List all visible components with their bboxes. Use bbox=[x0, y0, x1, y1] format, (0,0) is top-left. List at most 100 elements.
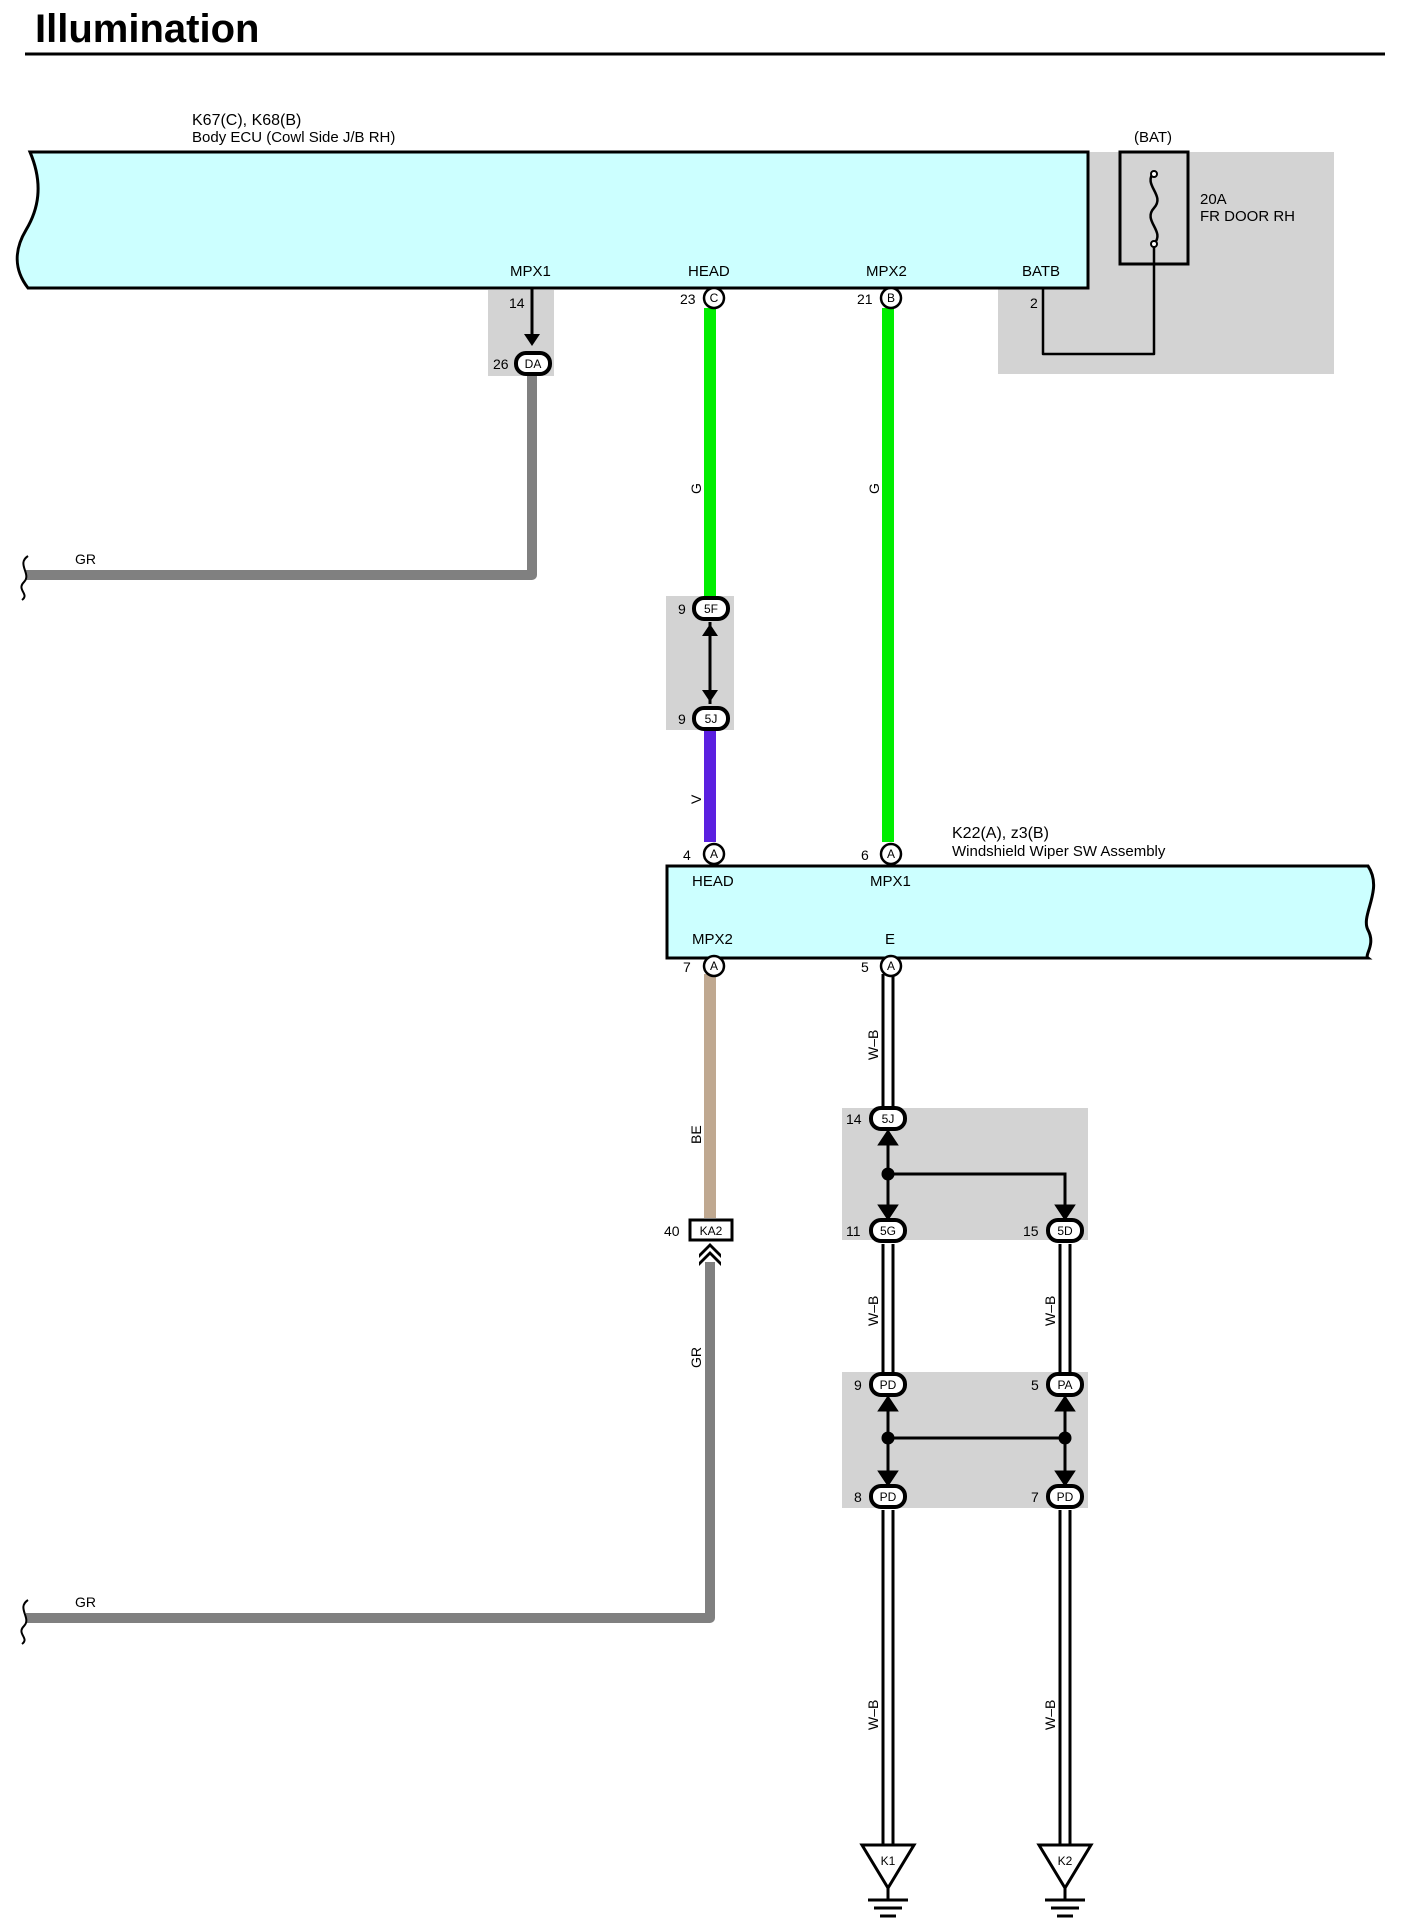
body-ecu-ref: K67(C), K68(B) bbox=[192, 112, 301, 129]
wire-labels: GR G G V BE GR GR W–B W–B W–B W–B W–B bbox=[75, 483, 1058, 1730]
ecu-pin-14: 14 bbox=[509, 295, 525, 311]
connector-5j-14: 5J 14 bbox=[846, 1106, 907, 1131]
component-pins: 14 23 C 21 B 2 4 A 6 A 7 A 5 A bbox=[509, 286, 1038, 978]
splice-pd-pa bbox=[877, 1395, 1076, 1487]
svg-text:9: 9 bbox=[678, 711, 686, 727]
connector-5j: 5J 9 bbox=[678, 706, 730, 731]
svg-text:8: 8 bbox=[854, 1489, 862, 1505]
ecu-terminal-mpx2: MPX2 bbox=[866, 263, 907, 280]
svg-text:26: 26 bbox=[493, 356, 509, 372]
wiper-sw-name: Windshield Wiper SW Assembly bbox=[952, 843, 1166, 860]
svg-text:5J: 5J bbox=[882, 1112, 895, 1126]
connector-pa: PA 5 bbox=[1031, 1372, 1084, 1397]
connector-pd-9: PD 9 bbox=[854, 1372, 907, 1397]
body-ecu-name: Body ECU (Cowl Side J/B RH) bbox=[192, 129, 395, 146]
wire-label-gr-upper: GR bbox=[75, 551, 96, 567]
svg-text:5F: 5F bbox=[704, 602, 718, 616]
ecu-terminal-head: HEAD bbox=[688, 263, 730, 280]
ecu-pin-23-conn: C bbox=[710, 291, 719, 305]
connectors: DA 26 5F 9 5J 9 KA2 40 5J 14 5G 11 bbox=[493, 351, 1084, 1509]
svg-text:40: 40 bbox=[664, 1223, 680, 1239]
connector-ka2: KA2 40 bbox=[664, 1218, 734, 1242]
wires bbox=[26, 288, 1076, 1845]
ecu-pin-21: 21 bbox=[857, 291, 873, 307]
splice-5j bbox=[877, 1129, 1076, 1221]
connector-5f: 5F 9 bbox=[678, 596, 730, 621]
connector-5d: 5D 15 bbox=[1023, 1218, 1084, 1243]
wire-label-g-mpx2: G bbox=[866, 483, 882, 494]
wire-gr-upper bbox=[26, 376, 537, 580]
svg-text:5D: 5D bbox=[1057, 1224, 1073, 1238]
svg-text:15: 15 bbox=[1023, 1223, 1039, 1239]
wiper-pin-6: 6 bbox=[861, 847, 869, 863]
svg-text:14: 14 bbox=[846, 1111, 862, 1127]
ground-icon-k1: K1 bbox=[859, 1843, 917, 1918]
wiper-sw-box bbox=[665, 864, 1376, 960]
svg-text:9: 9 bbox=[854, 1377, 862, 1393]
wire-label-v: V bbox=[688, 794, 704, 804]
fuse-rating: 20A bbox=[1200, 191, 1227, 208]
wire-label-wb-4: W–B bbox=[865, 1700, 881, 1730]
ecu-pin-23: 23 bbox=[680, 291, 696, 307]
body-ecu: K67(C), K68(B) Body ECU (Cowl Side J/B R… bbox=[15, 112, 1090, 290]
connector-da: DA 26 bbox=[493, 351, 552, 376]
wiper-pin-4-conn: A bbox=[710, 847, 718, 861]
svg-text:5: 5 bbox=[1031, 1377, 1039, 1393]
svg-text:PD: PD bbox=[880, 1490, 897, 1504]
svg-text:7: 7 bbox=[1031, 1489, 1039, 1505]
wiper-terminal-head: HEAD bbox=[692, 873, 734, 890]
svg-text:KA2: KA2 bbox=[700, 1224, 723, 1238]
svg-text:DA: DA bbox=[525, 357, 542, 371]
wire-label-wb-1: W–B bbox=[865, 1030, 881, 1060]
ground-icon-k2: K2 bbox=[1036, 1843, 1094, 1918]
body-ecu-box bbox=[15, 150, 1090, 290]
connector-5g: 5G 11 bbox=[846, 1218, 907, 1243]
wiper-terminal-mpx2: MPX2 bbox=[692, 931, 733, 948]
svg-text:5J: 5J bbox=[705, 712, 718, 726]
junction-boxes bbox=[488, 152, 1334, 1508]
wiper-sw-ref: K22(A), z3(B) bbox=[952, 825, 1049, 842]
svg-text:5G: 5G bbox=[880, 1224, 896, 1238]
wiper-pin-5: 5 bbox=[861, 959, 869, 975]
wire-gr-lower bbox=[26, 1262, 715, 1623]
page-title: Illumination bbox=[35, 7, 259, 51]
ecu-pin-2: 2 bbox=[1030, 295, 1038, 311]
wire-label-be: BE bbox=[688, 1125, 704, 1144]
wiper-pin-7: 7 bbox=[683, 959, 691, 975]
svg-text:PD: PD bbox=[880, 1378, 897, 1392]
wiper-pin-5-conn: A bbox=[887, 959, 895, 973]
wire-label-wb-2: W–B bbox=[865, 1296, 881, 1326]
wire-label-wb-5: W–B bbox=[1042, 1700, 1058, 1730]
wiper-pin-6-conn: A bbox=[887, 847, 895, 861]
wire-label-gr-vertical: GR bbox=[688, 1347, 704, 1368]
fuse-element bbox=[1149, 171, 1159, 245]
svg-text:9: 9 bbox=[678, 601, 686, 617]
fuse-source: (BAT) bbox=[1134, 129, 1172, 146]
fuse-batb-wire bbox=[1041, 247, 1156, 356]
svg-text:PA: PA bbox=[1057, 1378, 1072, 1392]
svg-text:11: 11 bbox=[846, 1223, 861, 1239]
wire-label-gr-lower: GR bbox=[75, 1594, 96, 1610]
wiper-pin-4: 4 bbox=[683, 847, 691, 863]
ground-label-k1: K1 bbox=[881, 1854, 896, 1868]
wire-label-wb-3: W–B bbox=[1042, 1296, 1058, 1326]
wire-label-g-head: G bbox=[688, 483, 704, 494]
fuse: (BAT) 20A FR DOOR RH bbox=[1041, 129, 1295, 356]
ecu-pin-21-conn: B bbox=[887, 291, 895, 305]
wiper-sw: K22(A), z3(B) Windshield Wiper SW Assemb… bbox=[665, 825, 1376, 960]
grounds: K1 K2 bbox=[859, 1843, 1094, 1918]
wiper-terminal-e: E bbox=[885, 931, 895, 948]
svg-text:PD: PD bbox=[1057, 1490, 1074, 1504]
ecu-terminal-batb: BATB bbox=[1022, 263, 1060, 280]
ecu-terminal-mpx1: MPX1 bbox=[510, 263, 551, 280]
break-lower bbox=[20, 1599, 29, 1645]
fuse-name: FR DOOR RH bbox=[1200, 208, 1295, 225]
ground-label-k2: K2 bbox=[1058, 1854, 1073, 1868]
wiper-pin-7-conn: A bbox=[710, 959, 718, 973]
break-upper bbox=[20, 555, 29, 601]
connector-pd-7: PD 7 bbox=[1031, 1484, 1084, 1509]
wire-break-symbols bbox=[20, 555, 29, 1645]
wiper-terminal-mpx1: MPX1 bbox=[870, 873, 911, 890]
connector-pd-8: PD 8 bbox=[854, 1484, 907, 1509]
